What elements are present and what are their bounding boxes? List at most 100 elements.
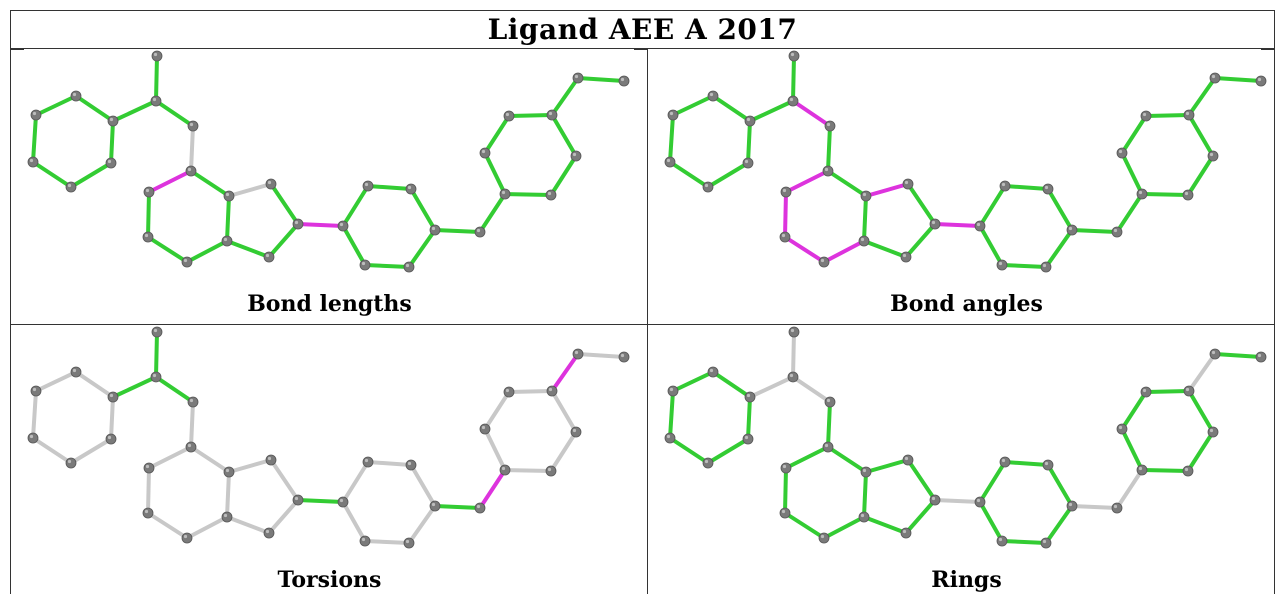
atom-a8: [788, 326, 800, 338]
atom-a9: [824, 120, 836, 132]
atom-a13: [818, 532, 830, 544]
bond-b1: [34, 94, 78, 117]
atom-highlight: [109, 117, 114, 122]
bond-b20: [225, 194, 231, 243]
atom-highlight: [339, 222, 344, 227]
atom-a7: [787, 371, 799, 383]
bond-b33: [363, 263, 411, 269]
bond-b8: [154, 375, 195, 404]
atom-a16: [265, 178, 277, 190]
atom-a31: [545, 465, 557, 477]
bond-b29: [1003, 460, 1050, 467]
bond-b2: [74, 370, 115, 399]
atom-a18: [263, 251, 275, 263]
bond-b33: [363, 539, 411, 545]
bond-b2: [74, 94, 115, 123]
atom-a8: [788, 50, 800, 62]
figure-title: Ligand AEE A 2017: [10, 10, 1275, 49]
atom-a29: [546, 109, 558, 121]
bond-b23: [906, 182, 937, 226]
atom-highlight: [744, 435, 749, 440]
corner-tick: [634, 49, 648, 50]
bond-b35: [1120, 151, 1144, 196]
atom-a20: [999, 456, 1011, 468]
atom-highlight: [548, 111, 553, 116]
atom-a10: [185, 165, 197, 177]
atom-highlight: [1113, 228, 1118, 233]
atom-highlight: [67, 183, 72, 188]
bond-b13: [296, 222, 345, 228]
atom-a13: [181, 532, 193, 544]
atom-highlight: [145, 464, 150, 469]
atom-a5: [65, 457, 77, 469]
bond-b38: [550, 389, 578, 434]
bond-b35: [483, 427, 507, 472]
atom-a32: [572, 348, 584, 360]
molecule-diagram: [27, 50, 630, 273]
bond-b31: [407, 228, 437, 269]
atom-highlight: [1118, 149, 1123, 154]
bond-b1: [671, 94, 715, 117]
atom-highlight: [407, 185, 412, 190]
atom-highlight: [744, 159, 749, 164]
atom-a27: [479, 147, 491, 159]
atom-a3: [744, 115, 756, 127]
atom-a4: [742, 157, 754, 169]
atom-highlight: [572, 428, 577, 433]
bond-b5: [668, 436, 710, 465]
bond-b21: [826, 445, 868, 474]
atom-highlight: [824, 443, 829, 448]
atom-highlight: [789, 373, 794, 378]
atom-highlight: [265, 253, 270, 258]
bond-b25: [478, 192, 507, 234]
atom-a4: [105, 157, 117, 169]
atom-a20: [999, 180, 1011, 192]
atom-a31: [1182, 189, 1194, 201]
atom-highlight: [548, 387, 553, 392]
atom-a17: [292, 218, 304, 230]
panel-label: Torsions: [277, 567, 382, 593]
bond-b21: [189, 169, 231, 198]
atom-highlight: [902, 253, 907, 258]
atom-a22: [429, 224, 441, 236]
bond-b25: [1115, 192, 1144, 234]
bond-b37: [1144, 389, 1191, 394]
atom-highlight: [976, 222, 981, 227]
atom-a25: [474, 226, 486, 238]
atom-a21: [405, 459, 417, 471]
atom-highlight: [782, 188, 787, 193]
atom-a1: [667, 109, 679, 121]
bond-b29: [366, 460, 413, 467]
atom-a20: [362, 180, 374, 192]
bond-b20: [862, 194, 868, 243]
bond-b0: [31, 113, 38, 164]
atom-a3: [107, 391, 119, 403]
atom-highlight: [481, 425, 486, 430]
bond-b32: [550, 76, 580, 117]
atom-a24: [996, 259, 1008, 271]
atom-highlight: [704, 183, 709, 188]
bond-b26: [904, 222, 937, 259]
bond-b25: [1115, 468, 1144, 510]
bond-b36: [1120, 114, 1148, 155]
bond-b4: [706, 161, 750, 189]
atom-highlight: [1113, 504, 1118, 509]
atom-highlight: [1044, 461, 1049, 466]
bond-b37: [1144, 113, 1191, 118]
atom-a33: [1255, 75, 1267, 87]
atom-highlight: [1142, 112, 1147, 117]
bond-b3: [109, 395, 115, 441]
atom-a5: [702, 457, 714, 469]
atom-highlight: [1209, 428, 1214, 433]
atom-highlight: [860, 513, 865, 518]
atom-highlight: [72, 92, 77, 97]
atom-highlight: [998, 537, 1003, 542]
atom-a27: [479, 423, 491, 435]
atom-highlight: [820, 258, 825, 263]
atom-highlight: [152, 373, 157, 378]
bond-b26: [904, 498, 937, 535]
bond-b30: [1046, 187, 1074, 232]
atom-a33: [618, 75, 630, 87]
bond-b41: [576, 76, 626, 83]
atom-highlight: [107, 435, 112, 440]
